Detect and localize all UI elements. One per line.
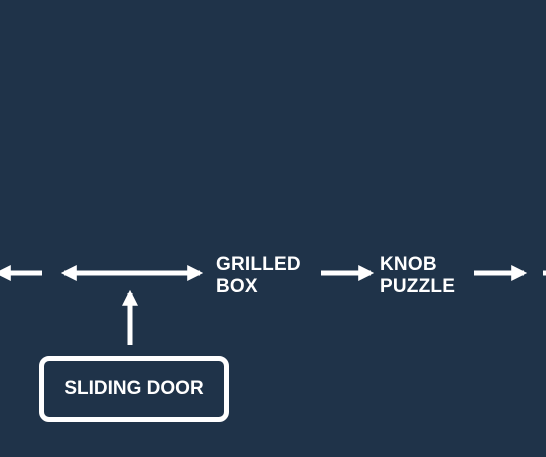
node-sliding-door: SLIDING DOOR xyxy=(39,356,229,422)
knob-puzzle-line1: KNOB xyxy=(380,254,437,275)
node-knob-puzzle: KNOB PUZZLE xyxy=(380,254,455,298)
sliding-door-label: SLIDING DOOR xyxy=(64,378,204,399)
grilled-box-line2: BOX xyxy=(216,276,258,297)
grilled-box-line1: GRILLED xyxy=(216,254,301,275)
knob-puzzle-line2: PUZZLE xyxy=(380,276,456,297)
node-grilled-box: GRILLED BOX xyxy=(216,254,301,298)
